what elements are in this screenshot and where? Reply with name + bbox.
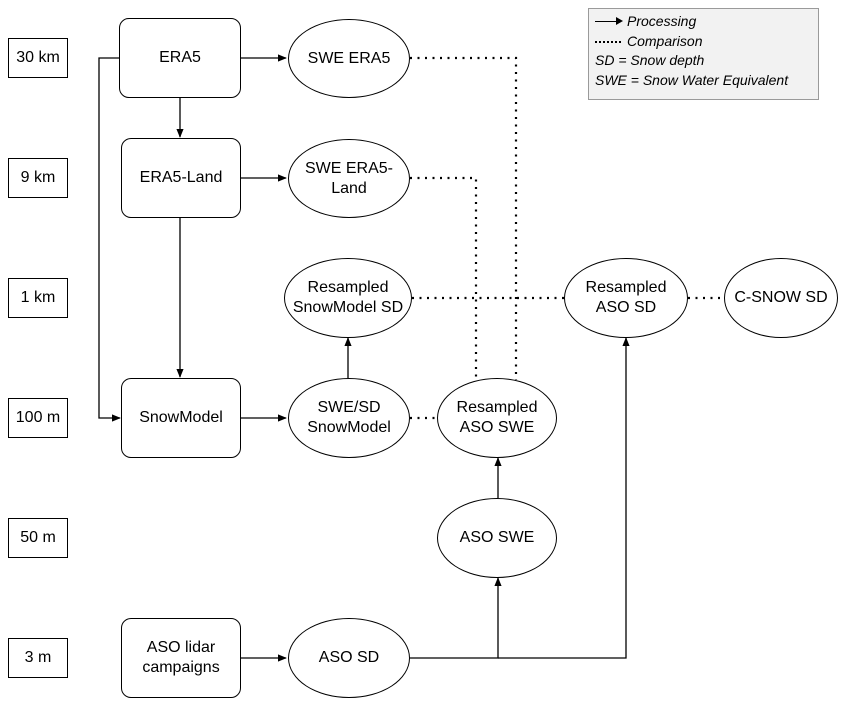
arrow-aso-sd-to-aso-swe bbox=[410, 577, 502, 659]
legend: Processing Comparison SD = Snow depth SW… bbox=[588, 8, 819, 100]
arrow-icon bbox=[595, 17, 623, 25]
swe-era5-land-node: SWE ERA5-Land bbox=[288, 139, 410, 218]
legend-sd-definition: SD = Snow depth bbox=[595, 52, 705, 68]
resampled-aso-sd-node: Resampled ASO SD bbox=[564, 258, 688, 338]
resolution-label: 100 m bbox=[8, 398, 68, 438]
era5-node: ERA5 bbox=[119, 18, 241, 98]
swe-era5-node: SWE ERA5 bbox=[288, 19, 410, 98]
c-snow-sd-node: C-SNOW SD bbox=[724, 258, 838, 338]
comparison-swe-era5 bbox=[410, 56, 518, 380]
legend-processing: Processing bbox=[595, 12, 818, 32]
resolution-label: 9 km bbox=[8, 158, 68, 198]
legend-swe-definition: SWE = Snow Water Equivalent bbox=[595, 71, 789, 88]
legend-processing-label: Processing bbox=[627, 13, 697, 29]
resampled-aso-swe-node: Resampled ASO SWE bbox=[437, 378, 557, 458]
resolution-label: 1 km bbox=[8, 278, 68, 318]
legend-comparison: Comparison bbox=[595, 32, 818, 52]
arrow-era5-to-snowmodel bbox=[98, 57, 121, 422]
legend-comparison-label: Comparison bbox=[627, 32, 703, 49]
arrow-aso-sd-to-resampled-aso-sd bbox=[498, 337, 630, 659]
comparison-swe-era5-land bbox=[410, 176, 478, 380]
aso-lidar-node: ASO lidar campaigns bbox=[121, 618, 241, 698]
resolution-label: 3 m bbox=[8, 638, 68, 678]
resolution-label: 50 m bbox=[8, 518, 68, 558]
aso-sd-node: ASO SD bbox=[288, 618, 410, 698]
resolution-label: 30 km bbox=[8, 38, 68, 78]
resampled-snowmodel-sd-node: Resampled SnowModel SD bbox=[284, 258, 412, 338]
dotted-line-icon bbox=[595, 40, 621, 43]
snowmodel-node: SnowModel bbox=[121, 378, 241, 458]
swe-sd-snowmodel-node: SWE/SD SnowModel bbox=[288, 378, 410, 458]
aso-swe-node: ASO SWE bbox=[437, 498, 557, 578]
era5-land-node: ERA5-Land bbox=[121, 138, 241, 218]
